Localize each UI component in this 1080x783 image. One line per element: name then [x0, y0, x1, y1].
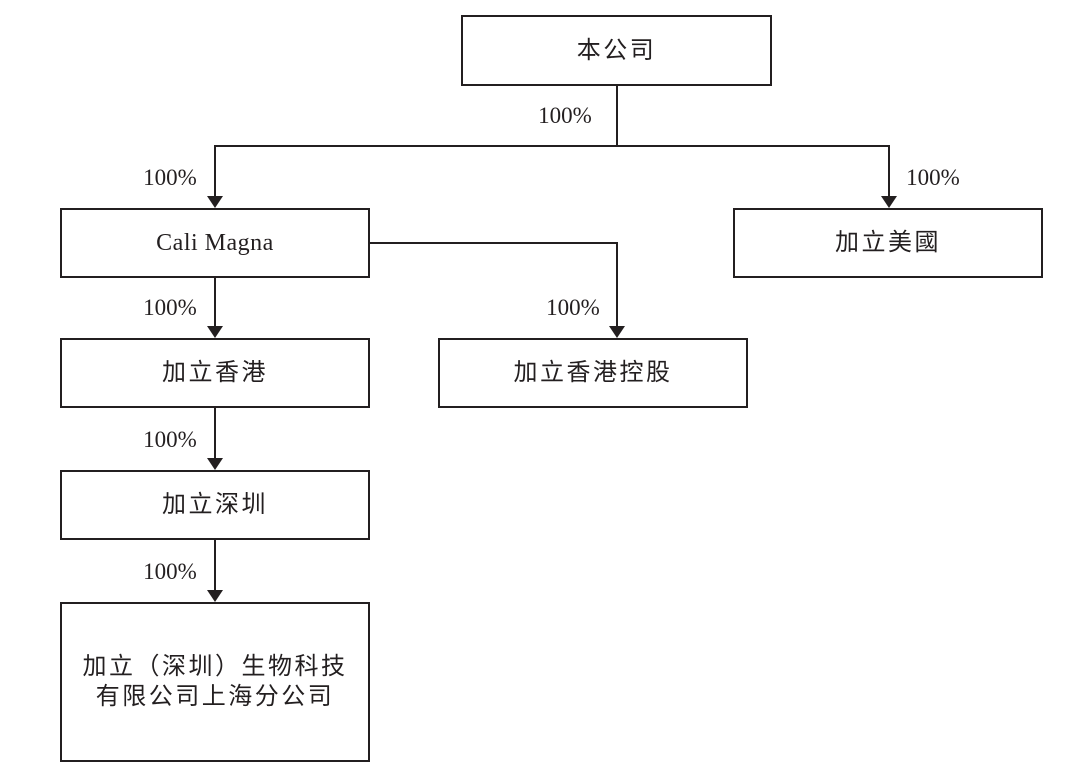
connector-cali-magna-to-hk-down — [214, 278, 216, 328]
arrowhead-into-jiali-us — [881, 196, 897, 208]
node-company: 本公司 — [461, 15, 772, 86]
ownership-label-shanghai-branch: 100% — [143, 559, 197, 584]
connector-to-hk-holdings-down — [616, 242, 618, 328]
connector-cali-magna-right — [370, 242, 617, 244]
node-jiali-us: 加立美國 — [733, 208, 1043, 278]
ownership-label-jiali-us: 100% — [906, 165, 960, 190]
node-shanghai-branch-label-line2: 有限公司上海分公司 — [95, 684, 335, 710]
arrowhead-into-jiali-hk — [207, 326, 223, 338]
node-jiali-hk-holdings: 加立香港控股 — [438, 338, 748, 408]
ownership-label-jiali-hk-holdings: 100% — [546, 295, 600, 320]
node-shanghai-branch-label-line1: 加立（深圳）生物科技 — [82, 654, 348, 680]
connector-shenzhen-to-branch-down — [214, 540, 216, 592]
connector-split-right-down — [888, 145, 890, 198]
connector-company-down — [616, 86, 618, 146]
node-jiali-shenzhen-label: 加立深圳 — [162, 492, 268, 518]
node-company-label: 本公司 — [576, 37, 657, 64]
connector-split-left-down — [214, 145, 216, 198]
arrowhead-into-jiali-hk-holdings — [609, 326, 625, 338]
arrowhead-into-jiali-shenzhen — [207, 458, 223, 470]
node-cali-magna-label: Cali Magna — [156, 230, 274, 256]
node-jiali-us-label: 加立美國 — [835, 230, 941, 256]
ownership-label-jiali-shenzhen: 100% — [143, 427, 197, 452]
arrowhead-into-shanghai-branch — [207, 590, 223, 602]
ownership-label-jiali-hk: 100% — [143, 295, 197, 320]
node-shanghai-branch: 加立（深圳）生物科技 有限公司上海分公司 — [60, 602, 370, 762]
ownership-label-company-split: 100% — [538, 103, 592, 128]
connector-hk-to-shenzhen-down — [214, 408, 216, 460]
arrowhead-into-cali-magna — [207, 196, 223, 208]
ownership-label-cali-magna: 100% — [143, 165, 197, 190]
node-jiali-hk: 加立香港 — [60, 338, 370, 408]
node-jiali-shenzhen: 加立深圳 — [60, 470, 370, 540]
node-jiali-hk-holdings-label: 加立香港控股 — [513, 360, 673, 386]
node-jiali-hk-label: 加立香港 — [162, 360, 268, 386]
connector-split-horizontal — [214, 145, 890, 147]
node-cali-magna: Cali Magna — [60, 208, 370, 278]
